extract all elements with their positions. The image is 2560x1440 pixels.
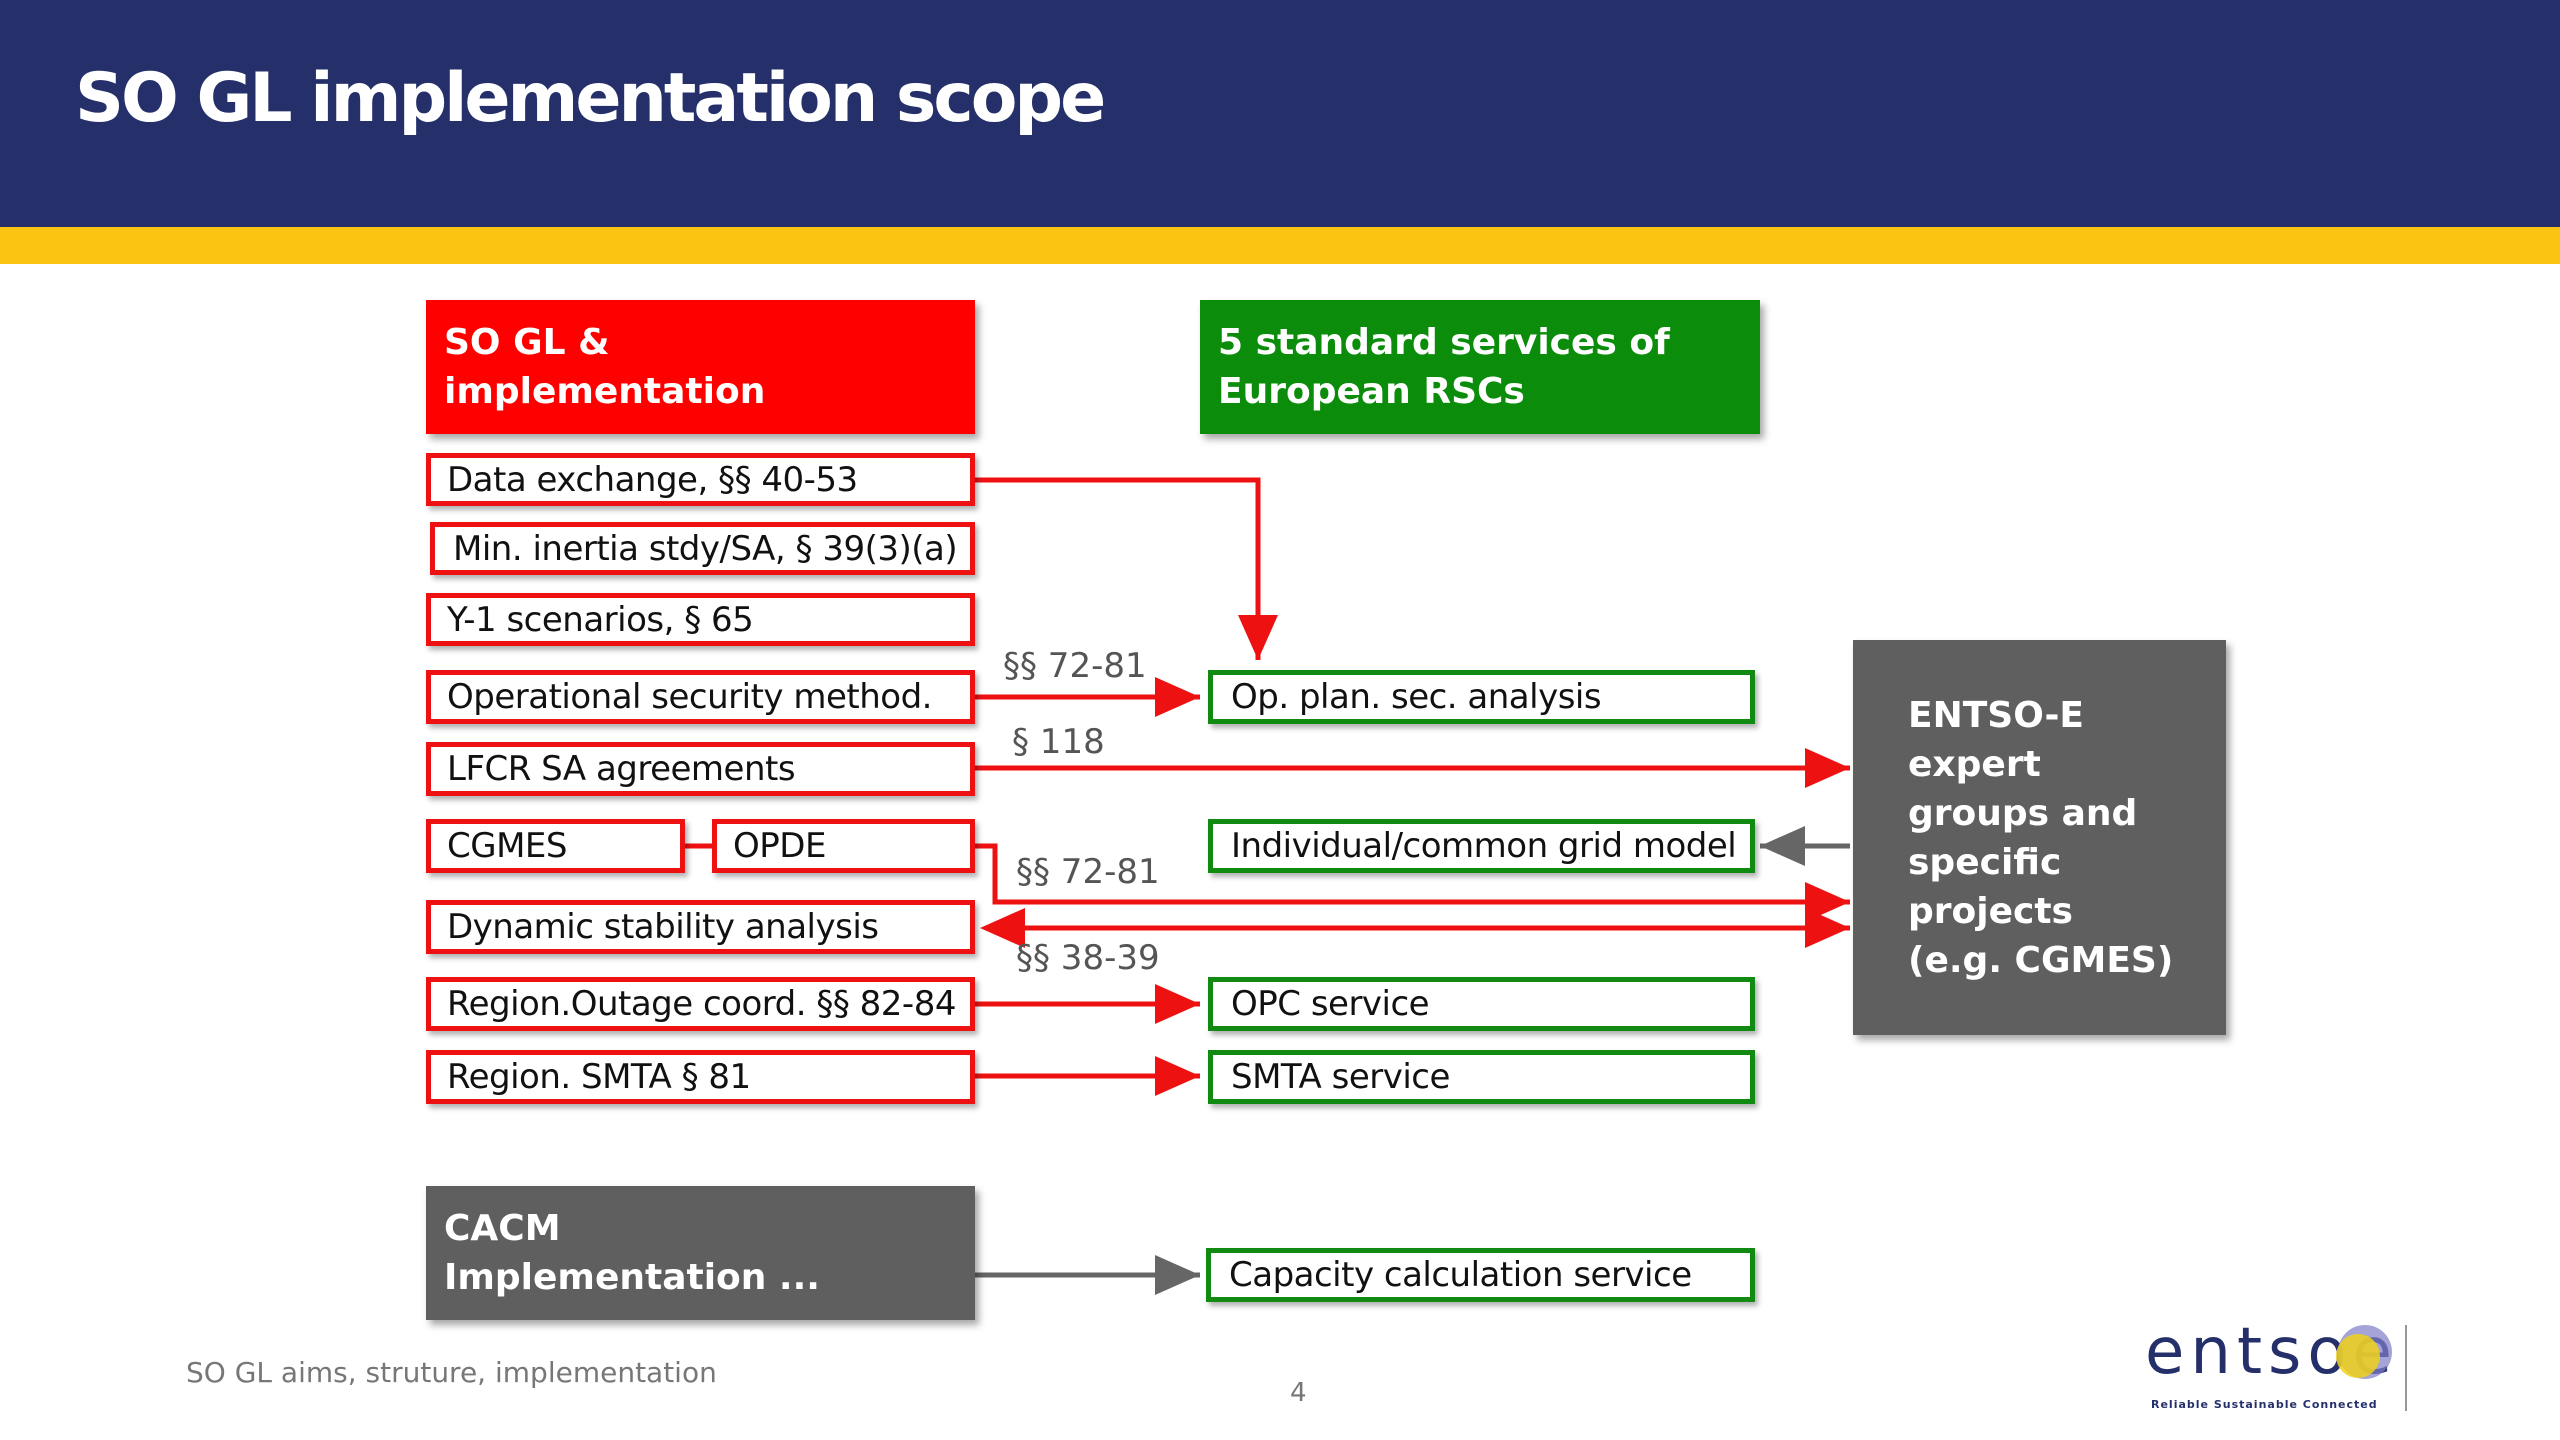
rsc-header-line2: European RSCs [1218,371,1525,412]
entsoe-logo-mark-icon [2336,1325,2392,1379]
operational-security-box: Operational security method. [426,670,975,724]
outage-coord-box: Region.Outage coord. §§ 82-84 [426,977,975,1031]
y1-scenarios-box: Y-1 scenarios, § 65 [426,593,975,646]
header-stripe [0,227,2560,264]
so-gl-header-box: SO GL & implementation [426,300,975,434]
rsc-header-line1: 5 standard services of [1218,322,1670,363]
entsoe-expert-groups-box: ENTSO-E expert groups and specific proje… [1853,640,2226,1035]
dynamic-stability-box: Dynamic stability analysis [426,900,975,954]
lfcr-paragraph-label: § 118 [1012,722,1105,762]
lfcr-sa-box: LFCR SA agreements [426,742,975,796]
opc-service-box: OPC service [1208,977,1755,1031]
entsoe-box-line3: specific projects [1908,841,2073,932]
rsc-services-header-box: 5 standard services of European RSCs [1200,300,1760,434]
opde-box: OPDE [712,819,975,873]
min-inertia-box: Min. inertia stdy/SA, § 39(3)(a) [430,522,975,575]
dynamic-paragraph-label: §§ 38-39 [1016,938,1160,978]
page-number: 4 [1290,1378,1307,1408]
grid-model-box: Individual/common grid model [1208,819,1755,873]
so-gl-header-line1: SO GL & [444,322,610,363]
op-security-paragraph-label: §§ 72-81 [1003,646,1147,686]
cacm-box-line2: Implementation ... [444,1257,820,1298]
cgmes-paragraph-label: §§ 72-81 [1016,852,1160,892]
arrow-opde-to-entsoe [975,843,1850,922]
entsoe-box-line4: (e.g. CGMES) [1908,939,2174,981]
smta-service-box: SMTA service [1208,1050,1755,1104]
slide-title: SO GL implementation scope [75,59,1106,138]
data-exchange-box: Data exchange, §§ 40-53 [426,453,975,506]
op-plan-sec-analysis-box: Op. plan. sec. analysis [1208,670,1755,724]
footer-caption: SO GL aims, struture, implementation [186,1356,717,1389]
region-smta-box: Region. SMTA § 81 [426,1050,975,1104]
cgmes-box: CGMES [426,819,685,873]
arrow-data-exchange-to-op-plan [975,477,1278,660]
entsoe-box-line2: groups and [1908,792,2138,834]
capacity-calculation-box: Capacity calculation service [1206,1248,1755,1302]
cacm-implementation-box: CACM Implementation ... [426,1186,975,1320]
so-gl-header-line2: implementation [444,371,766,412]
entsoe-box-line1: ENTSO-E expert [1908,694,2085,785]
logo-divider [2405,1325,2407,1411]
slide-header: SO GL implementation scope [0,0,2560,227]
entsoe-logo: entsoe Reliable Sustainable Connected [2145,1320,2405,1411]
entsoe-logo-tagline: Reliable Sustainable Connected [2151,1398,2378,1411]
cacm-box-line1: CACM [444,1208,561,1249]
